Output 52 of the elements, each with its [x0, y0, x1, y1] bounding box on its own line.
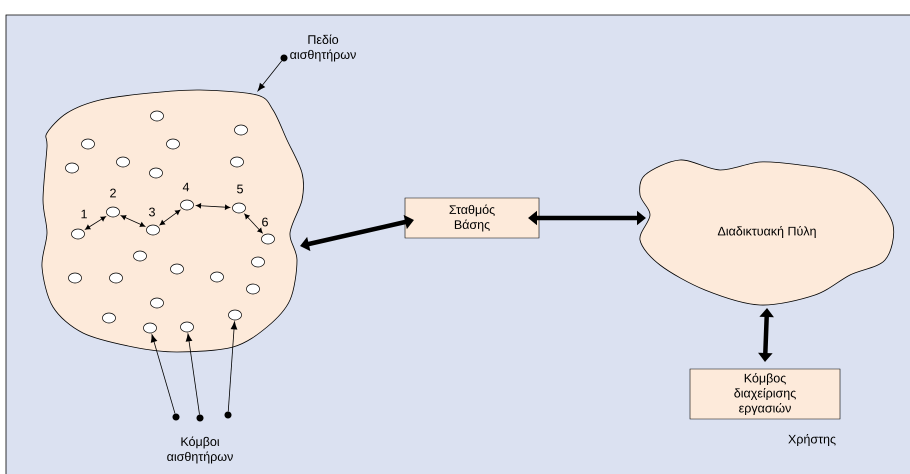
leader-line: [228, 322, 238, 412]
sensor-node: [106, 206, 120, 218]
sensor-node: [150, 110, 164, 122]
leader-line: [258, 60, 282, 92]
sensor-node: [261, 234, 275, 244]
sensor-node: [246, 284, 260, 294]
sensor-node: [170, 264, 184, 274]
portal-cloud: Διαδικτυακή Πύλη: [639, 160, 894, 306]
leader-line: [186, 334, 200, 415]
sensor-node: [102, 312, 116, 324]
sensor-node: [143, 322, 157, 334]
label-text: Πεδίο αισθητήρων: [290, 34, 356, 62]
leader-line: [150, 334, 176, 414]
dot: [172, 414, 180, 420]
node-number: 2: [110, 188, 116, 198]
arrow: [120, 215, 146, 227]
caption-text: Χρήστης: [788, 434, 836, 446]
sensor-node: [234, 124, 248, 136]
label-text: Κόμβοι αισθητήρων: [167, 436, 233, 464]
arrow: [160, 210, 180, 226]
process-box: Κόμβος διαχείρισης εργασιών: [690, 368, 840, 420]
sensor-node: [146, 224, 160, 236]
sensor-node: [180, 200, 194, 210]
node-number: 6: [262, 218, 268, 226]
sensor-node: [149, 168, 163, 178]
arrow: [85, 216, 106, 230]
dot: [196, 414, 204, 422]
sensor-node: [228, 310, 242, 320]
sensor-node: [150, 298, 164, 308]
sensor-node: [71, 228, 85, 240]
sensor-node: [109, 272, 123, 284]
node-number: 4: [182, 182, 190, 192]
process-box: Σταθμός Βάσης: [404, 198, 540, 238]
sensor-node: [230, 156, 244, 168]
sensor-node: [133, 250, 147, 262]
sensor-node: [232, 202, 246, 214]
sensor-node: [251, 256, 265, 268]
node-number: 3: [149, 208, 155, 216]
sensor-field-cloud: [42, 90, 304, 352]
arrow: [244, 214, 263, 234]
sensor-node: [210, 272, 224, 282]
arrow: [196, 203, 230, 210]
dot: [224, 412, 232, 418]
sensor-node: [116, 156, 130, 168]
sensor-node: [180, 322, 194, 332]
node-number: 5: [237, 184, 243, 194]
dot: [280, 54, 288, 62]
node-number: 1: [81, 210, 87, 218]
sensor-node: [81, 138, 95, 150]
sensor-node: [166, 138, 180, 150]
sensor-node: [68, 272, 82, 284]
sensor-node: [65, 162, 79, 174]
